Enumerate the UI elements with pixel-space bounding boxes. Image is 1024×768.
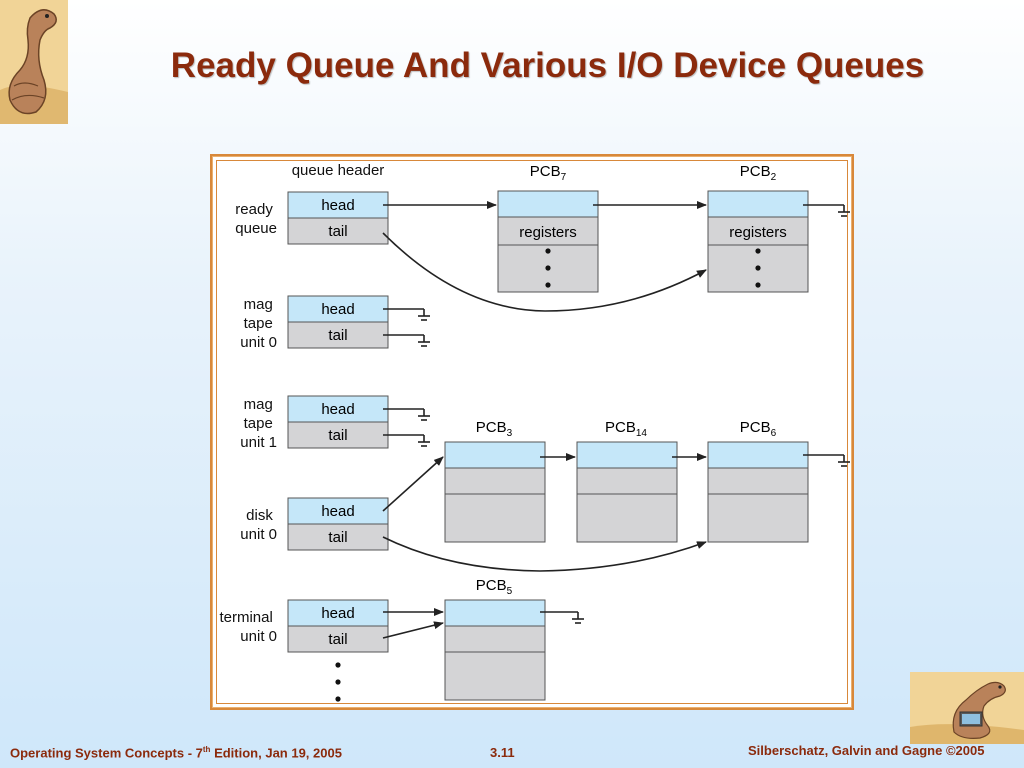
ground-icon <box>418 409 430 421</box>
tape1-tail-cell <box>287 421 389 449</box>
pcb2-registers: registers <box>729 224 787 241</box>
ground-icon <box>838 205 850 217</box>
ready-tail-cell <box>287 217 389 245</box>
tape1-label-line-1: mag <box>244 396 273 413</box>
ground-icon <box>572 612 584 624</box>
pcb3-label: PCB3 <box>476 419 513 439</box>
footer-book-title: Operating System Concepts - 7th Edition,… <box>10 745 342 761</box>
terminal-label-line-2: unit 0 <box>240 628 277 645</box>
terminal-head-label: head <box>321 605 354 622</box>
terminal-tail-cell <box>287 625 389 653</box>
pcb-2: registers <box>707 190 809 293</box>
disk-tail-cell <box>287 523 389 551</box>
pointer-arrows <box>382 201 844 639</box>
null-ground-symbols <box>418 205 850 624</box>
arrow-disk-tail <box>382 536 707 572</box>
footer-page-number: 3.11 <box>490 745 515 760</box>
pcb-5 <box>444 599 546 701</box>
tape0-tail-label: tail <box>328 327 347 344</box>
tape0-label-line-3: unit 0 <box>240 334 277 351</box>
arrow-disk-head <box>382 456 444 512</box>
ground-icon <box>418 335 430 347</box>
disk-0-header: head tail <box>287 497 389 551</box>
ready-tail-label: tail <box>328 223 347 240</box>
pcb14-label: PCB14 <box>605 419 647 439</box>
tape0-label-line-2: tape <box>244 315 273 332</box>
tape0-label-line-1: mag <box>244 296 273 313</box>
tape1-head-label: head <box>321 401 354 418</box>
arrow-ready-tail <box>382 232 707 312</box>
pcb5-label: PCB5 <box>476 577 513 597</box>
mag-tape-1-label: mag tape unit 1 <box>240 396 277 451</box>
ready-queue-header: head tail <box>287 191 389 245</box>
disk-0-label: disk unit 0 <box>240 507 277 543</box>
dinosaur-logo-bottom <box>910 672 1024 744</box>
tape1-tail-label: tail <box>328 427 347 444</box>
pcb-7: registers <box>497 190 599 293</box>
disk-label-line-2: unit 0 <box>240 526 277 543</box>
disk-head-label: head <box>321 503 354 520</box>
terminal-head-cell <box>287 599 389 627</box>
ground-icon <box>418 435 430 447</box>
pcb6-label: PCB6 <box>740 419 777 439</box>
ready-label-line-1: ready <box>235 201 273 218</box>
pcb7-label: PCB7 <box>530 163 567 183</box>
disk-label-line-1: disk <box>246 507 273 524</box>
mag-tape-1-header: head tail <box>287 395 389 449</box>
terminal-tail-label: tail <box>328 631 347 648</box>
pcb-14 <box>576 441 678 543</box>
ready-head-label: head <box>321 197 354 214</box>
ground-icon <box>838 455 850 467</box>
ground-icon <box>418 309 430 321</box>
tape0-tail-cell <box>287 321 389 349</box>
ready-label-line-2: queue <box>235 220 277 237</box>
terminal-0-header: head tail <box>287 599 389 653</box>
pcb7-registers: registers <box>519 224 577 241</box>
tape1-head-cell <box>287 395 389 423</box>
mag-tape-0-label: mag tape unit 0 <box>240 296 277 351</box>
queue-header-label: queue header <box>292 162 385 179</box>
pcb2-label: PCB2 <box>740 163 777 183</box>
ready-queue-label: ready queue <box>235 201 277 237</box>
dinosaur-logo-top <box>0 0 68 124</box>
terminal-0-label: terminal unit 0 <box>219 609 277 645</box>
terminal-label-line-1: terminal <box>219 609 272 626</box>
footer-authors: Silberschatz, Galvin and Gagne ©2005 <box>748 743 985 758</box>
disk-tail-label: tail <box>328 529 347 546</box>
diagram-inner-border <box>216 160 848 704</box>
tape0-head-label: head <box>321 301 354 318</box>
mag-tape-0-header: head tail <box>287 295 389 349</box>
pcb-3 <box>444 441 546 543</box>
arrow-terminal-tail <box>382 621 444 639</box>
pcb-6 <box>707 441 809 543</box>
more-queues-ellipsis <box>335 662 341 702</box>
tape1-label-line-3: unit 1 <box>240 434 277 451</box>
tape1-label-line-2: tape <box>244 415 273 432</box>
slide-title: Ready Queue And Various I/O Device Queue… <box>170 46 925 85</box>
